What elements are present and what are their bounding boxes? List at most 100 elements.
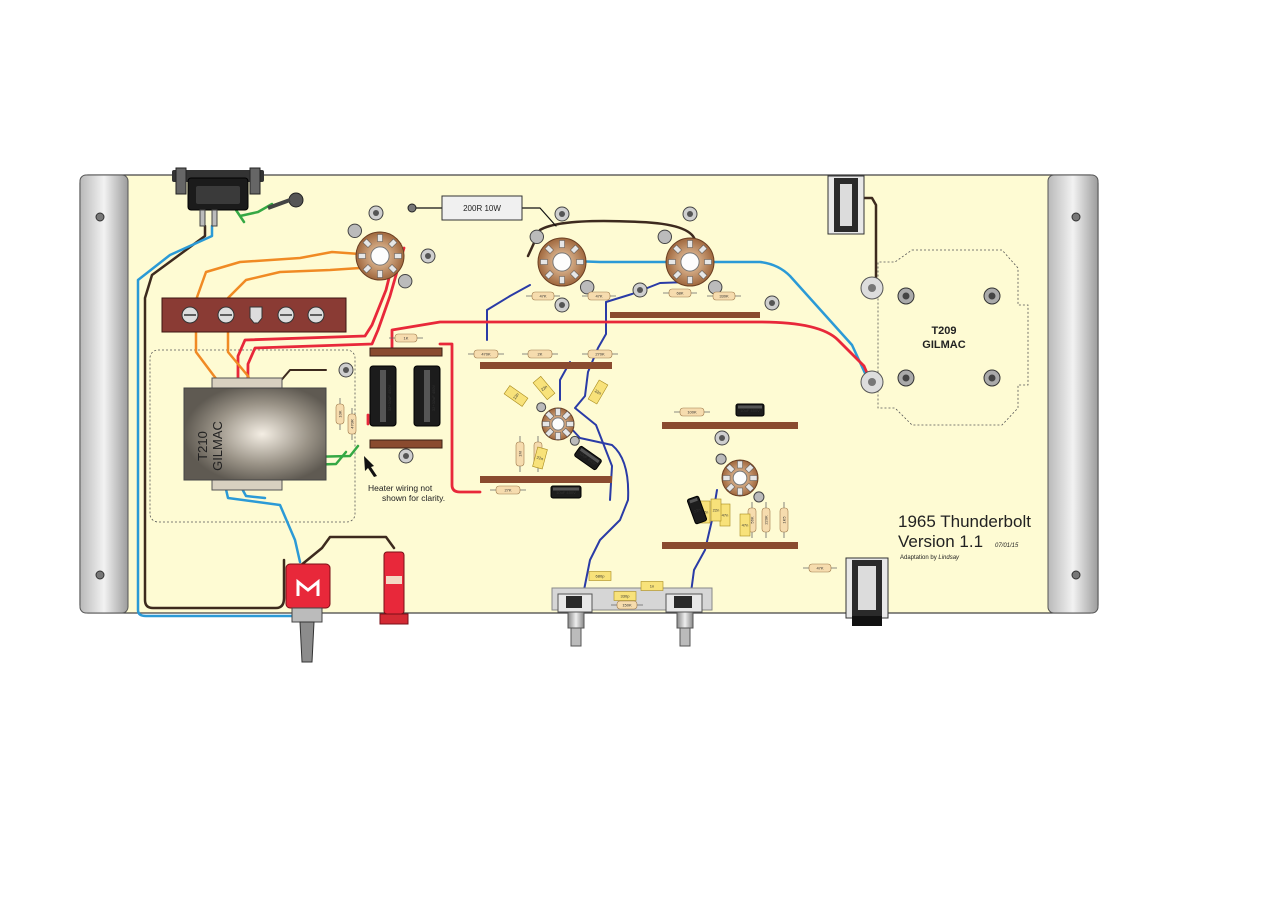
resistor-value: 47K [595,294,602,299]
resistor-value: 1K5 [782,516,787,524]
resistor: 27K [490,485,526,495]
diagram-credit: Adaptation by Lindsay [900,555,960,561]
capacitor-value: 22n [693,507,701,514]
speaker-jack [827,175,865,235]
diagram-credit-prefix: Adaptation by [900,555,938,561]
power-transformer-model: T210 [195,431,210,461]
tagboard-tone-bottom [662,542,798,549]
resistor-value: 27K [504,488,511,493]
resistor: 1M [515,436,525,472]
resistor: 68K [663,288,697,298]
heater-note-line1: Heater wiring not [368,483,433,493]
ground-lug-icon [368,205,384,221]
resistor-value: 150K [622,603,632,608]
diagram-credit-name: Lindsay [938,555,960,561]
filter-cap-b-label: 32+32uF 450V [431,384,436,411]
diagram-version: Version 1.1 [898,532,983,551]
resistor: 47K [582,291,616,301]
resistor: 1K [389,333,423,343]
filter-cap-a-label: 32+32uF 450V [387,384,392,411]
preamp-tube-socket-v2 [715,453,765,503]
tagboard-power [610,312,760,318]
resistor: 10K [335,398,345,430]
mains-inlet [172,167,304,227]
capacitor-value: 22n [702,510,709,515]
resistor: 47K [803,563,837,573]
capacitor-value: 22n [713,508,720,513]
tagboard-preamp-bottom [480,476,612,483]
diagram-title: 1965 Thunderbolt [898,512,1031,531]
right-flange [1047,174,1099,614]
mounting-screw-icon [95,212,1081,580]
heater-note-line2: shown for clarity. [382,493,445,503]
power-tube-socket-left [529,229,595,295]
ground-lug-icon [554,297,570,313]
capacitor-value: 330p [621,594,631,599]
capacitor: 22n [587,379,609,405]
tone-pot [665,593,703,647]
ground-lugs [338,205,780,464]
resistor-value: 470R [350,419,355,429]
capacitor: 22n [503,385,529,407]
resistor-value: 470K [481,352,491,357]
resistor-value: 2K [538,352,543,357]
power-tube-socket-right [657,229,723,295]
resistor-value: 1M [518,451,523,457]
electrolytic-capacitor: 10uF 450V [574,445,602,471]
resistor: 2K [522,349,558,359]
power-transformer-outline [149,349,356,523]
resistor-value: 220K [764,515,769,525]
power-resistor-label: 200R 10W [463,204,501,213]
output-transformer-model: T209 [931,325,956,337]
capacitor: 22n [532,446,548,470]
resistor-value: 1K [404,336,409,341]
resistor-value: 47K [816,566,823,571]
capacitor-value: 1n [650,584,654,589]
rectifier-socket [347,223,413,289]
filter-capacitors: 32+32uF 450V 32+32uF 450V [369,347,443,449]
tube-sockets [347,223,765,503]
ground-lug-icon [398,448,414,464]
ground-lug-icon [764,295,780,311]
resistor-value: 47K [539,294,546,299]
capacitor: 330p [613,591,637,601]
electrolytic-capacitor: 10uF 450V [550,485,582,499]
ground-lug-icon [554,206,570,222]
capacitor-value: 10uF 450V [556,490,576,495]
resistor-value: 10K [338,410,343,417]
capacitor: 47n [739,513,751,537]
capacitor-value: 22n [536,455,544,462]
electrolytic-capacitor: 10uF 450V [735,403,765,417]
potentiometers [557,593,703,647]
capacitor: 47n [719,503,731,527]
volume-pot [557,593,593,647]
power-switch [285,563,331,663]
ground-lug-icon [420,248,436,264]
terminal-strip [161,297,347,333]
resistor-value: 100K [687,410,697,415]
capacitor: 680p [588,571,612,581]
capacitor: 22n [710,498,722,522]
input-jack [845,557,889,626]
capacitor-value: 47n [742,523,749,528]
resistor: 150K [611,600,643,610]
capacitor: 22n [532,375,556,401]
resistor: 330K [707,291,741,301]
output-transformer-brand: GILMAC [922,339,965,351]
output-transformer-mounts [860,276,1001,394]
capacitor-value: 22n [512,392,520,400]
ground-lug-icon [338,362,354,378]
capacitor: 1n [640,581,664,591]
ground-lug-icon [682,206,698,222]
ground-lug-icon [714,430,730,446]
resistor-value: 56K [750,516,755,523]
power-transformer-brand: GILMAC [210,421,225,471]
chassis [79,174,1099,614]
capacitor-value: 22n [540,384,548,392]
pilot-lamp [379,551,409,625]
capacitor-value: 10uF 450V [740,408,760,413]
pointer-arrow-icon [364,456,377,477]
tagboard-preamp-top [480,362,612,369]
